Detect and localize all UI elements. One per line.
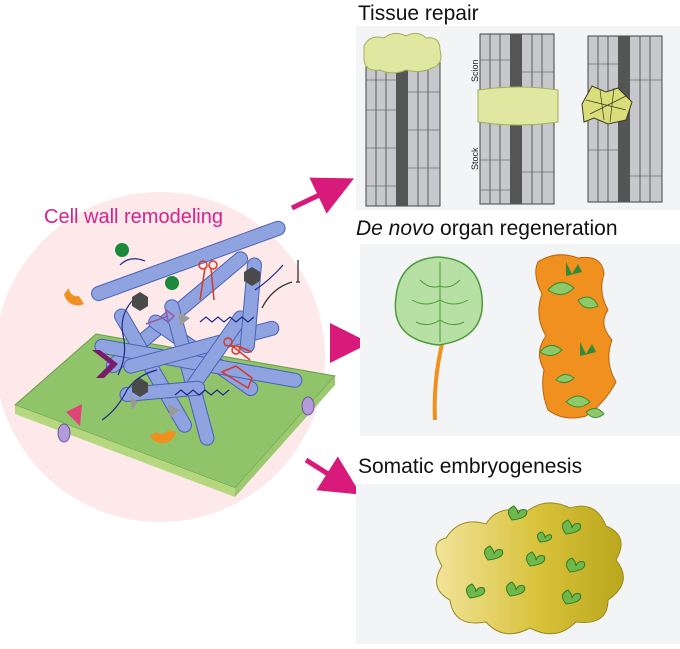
leaf-explant	[394, 256, 484, 421]
stock-label: Stock	[470, 147, 480, 170]
hub-title: Cell wall remodeling	[44, 206, 223, 228]
expansin-icon	[220, 365, 253, 390]
gray-triangle-icons	[130, 312, 190, 418]
organ-regeneration-title: De novo organ regeneration	[356, 217, 618, 241]
tissue-stem-left	[365, 57, 441, 207]
organ-regeneration-title-italic: De novo	[356, 217, 435, 240]
tissue-repair-title: Tissue repair	[358, 2, 479, 25]
scissors-icon	[198, 260, 218, 301]
scion-label: Scion	[470, 59, 480, 82]
green-bead-icons	[115, 243, 179, 290]
arrow-to-tissue-repair	[290, 177, 355, 214]
membrane-protein-icons	[57, 396, 315, 443]
orange-crescent-icons	[64, 288, 176, 444]
purple-tool-icon	[145, 308, 176, 325]
purple-chevron-icon	[92, 350, 118, 378]
graft-union-callus	[477, 86, 559, 126]
hexagon-icons	[132, 267, 260, 397]
organ-regeneration-title-rest: organ regeneration	[434, 217, 618, 240]
cellulose-fibrils	[91, 220, 303, 446]
callus-with-shoots	[535, 254, 617, 419]
polymer-strands	[101, 258, 284, 421]
arrow-to-somatic-embryogenesis	[304, 456, 361, 495]
callus-blob-1	[363, 32, 442, 74]
somatic-embryos	[466, 505, 586, 605]
scissors-icon	[223, 337, 253, 361]
pink-triangle-icon	[66, 404, 82, 426]
somatic-embryogenesis-title: Somatic embryogenesis	[358, 455, 583, 478]
curl-strand	[261, 260, 300, 309]
